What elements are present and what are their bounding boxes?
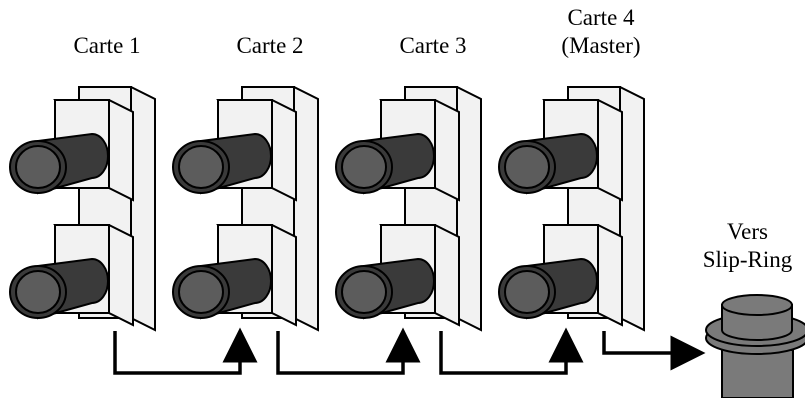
camera-module-bottom [498,224,623,327]
connection-arrow-1-to-2 [113,327,258,375]
camera-lens [15,270,61,314]
card-3-label: Carte 3 [399,33,467,58]
slip-ring-base-body [721,349,794,399]
camera-lens [504,270,550,314]
camera-lens [341,145,387,189]
card-4 [498,86,645,332]
camera-lens [15,145,61,189]
camera-module-top [9,99,134,202]
card-2-label: Carte 2 [236,33,304,58]
card-4-label: Carte 4 (Master) [541,4,661,60]
connection-arrow-3-to-4 [439,327,584,375]
camera-lens [178,145,224,189]
camera-module-bottom [9,224,134,327]
card-1 [9,86,156,332]
slip-ring-top [721,294,793,316]
camera-module-top [335,99,460,202]
slip-ring-label: Vers Slip-Ring [690,218,805,274]
camera-module-bottom [335,224,460,327]
slip-ring-label-line2: Slip-Ring [702,247,793,272]
connection-arrow-2-to-3 [276,327,421,375]
connection-arrow-master-to-slip-ring [602,331,706,371]
camera-module-bottom [172,224,297,327]
slip-ring [705,294,805,399]
card-4-label-line2: (Master) [561,33,641,58]
card-1-label: Carte 1 [73,33,141,58]
camera-lens [178,270,224,314]
camera-module-top [498,99,623,202]
card-2 [172,86,319,332]
card-3 [335,86,482,332]
slip-ring-label-line1: Vers [727,219,768,244]
camera-lens [341,270,387,314]
camera-lens [504,145,550,189]
camera-module-top [172,99,297,202]
card-4-label-line1: Carte 4 [567,5,635,30]
